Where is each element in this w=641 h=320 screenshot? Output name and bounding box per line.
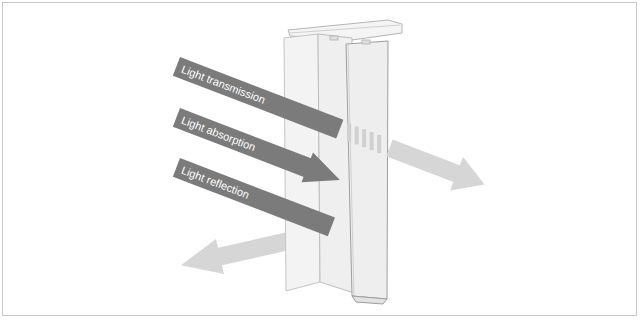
slat	[346, 41, 388, 299]
transmitted-light-arrow	[386, 140, 484, 191]
slat-weight	[352, 296, 387, 304]
band-label: Light reflection	[180, 164, 251, 200]
band-label: Light absorption	[180, 114, 257, 152]
band-label: Light transmission	[180, 63, 267, 105]
transmitted-light-stripes	[347, 124, 381, 154]
